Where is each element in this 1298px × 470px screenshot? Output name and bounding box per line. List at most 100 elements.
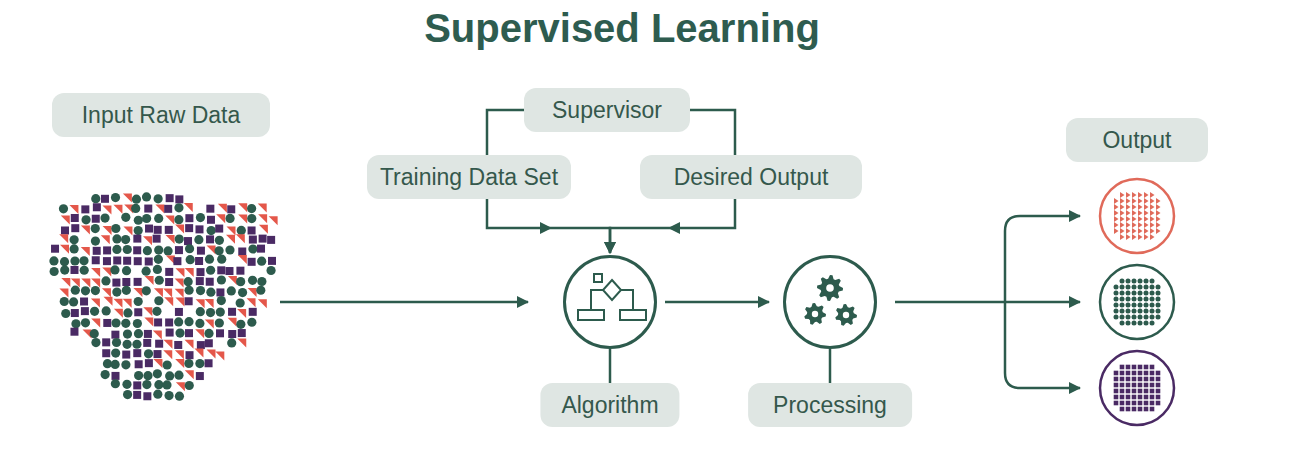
class-mark [1150, 395, 1155, 400]
data-dot [134, 216, 143, 225]
data-square [215, 225, 223, 233]
class-mark [1156, 377, 1161, 382]
class-mark [1144, 321, 1149, 326]
class-mark [1126, 228, 1131, 234]
data-square [185, 224, 193, 232]
data-square [185, 329, 193, 337]
data-dot [206, 266, 215, 275]
data-square [185, 214, 193, 222]
data-dot [80, 266, 89, 275]
class-mark [1120, 377, 1125, 382]
data-square [143, 392, 151, 400]
data-triangle [184, 340, 193, 349]
data-square [267, 236, 275, 244]
class-mark [1114, 210, 1119, 216]
class-mark [1120, 395, 1125, 400]
class-mark [1120, 365, 1125, 370]
class-mark [1132, 216, 1137, 222]
class-mark [1138, 204, 1143, 210]
class-mark [1156, 315, 1161, 320]
data-dot [247, 204, 256, 213]
data-dot [81, 215, 90, 224]
class-mark [1132, 401, 1137, 406]
data-square [103, 257, 111, 265]
data-dot [81, 318, 90, 327]
data-dot [185, 244, 194, 253]
class-mark [1126, 371, 1131, 376]
data-triangle [237, 338, 246, 347]
class-mark [1138, 315, 1143, 320]
class-mark [1150, 210, 1155, 216]
class-mark [1144, 279, 1149, 284]
data-triangle [102, 206, 111, 215]
data-dot [217, 275, 226, 284]
data-square [205, 339, 213, 347]
data-triangle [153, 359, 162, 368]
data-square [238, 329, 246, 337]
data-square [257, 245, 265, 253]
class-mark [1114, 383, 1119, 388]
class-mark [1156, 216, 1161, 222]
class-circle [1100, 179, 1174, 253]
data-dot [248, 244, 257, 253]
data-square [103, 319, 111, 327]
data-triangle [145, 276, 154, 285]
data-dot [111, 360, 120, 369]
class-mark [1114, 198, 1119, 204]
data-square [217, 266, 225, 274]
data-dot [123, 390, 132, 399]
data-dot [186, 255, 195, 264]
data-square [102, 338, 110, 346]
class-mark [1120, 285, 1125, 290]
data-dot [111, 379, 120, 388]
data-triangle [143, 236, 152, 245]
class-mark [1126, 192, 1131, 198]
data-dot [134, 226, 143, 235]
class-mark [1144, 285, 1149, 290]
data-dot [237, 226, 246, 235]
class-mark [1126, 291, 1131, 296]
class-mark [1114, 377, 1119, 382]
class-mark [1150, 216, 1155, 222]
class-mark [1126, 279, 1131, 284]
class-mark [1126, 377, 1131, 382]
data-square [165, 278, 173, 286]
data-dot [266, 266, 275, 275]
data-dot [101, 276, 110, 285]
class-mark [1144, 389, 1149, 394]
data-square [144, 205, 152, 213]
data-triangle [133, 288, 142, 297]
data-dot [111, 224, 120, 233]
class-mark [1126, 315, 1131, 320]
data-dot [225, 245, 234, 254]
data-triangle [59, 289, 68, 298]
data-dot [153, 369, 162, 378]
data-square [165, 226, 173, 234]
data-dot [60, 265, 69, 274]
data-triangle [228, 276, 237, 285]
data-square [184, 237, 192, 245]
data-triangle [238, 215, 247, 224]
data-square [103, 246, 111, 254]
data-dot [134, 329, 143, 338]
data-square [186, 351, 194, 359]
data-triangle [123, 193, 132, 202]
class-mark [1126, 321, 1131, 326]
data-square [133, 235, 141, 243]
data-triangle [163, 340, 172, 349]
class-mark [1114, 216, 1119, 222]
output-class [1100, 351, 1174, 425]
label-stem [829, 349, 832, 383]
data-dot [164, 391, 173, 400]
class-mark [1120, 407, 1125, 412]
label-stem [609, 349, 612, 383]
node-label: Algorithm [540, 383, 679, 427]
data-dot [256, 286, 265, 295]
class-mark [1156, 228, 1161, 234]
data-triangle [175, 298, 184, 307]
data-dot [175, 328, 184, 337]
data-dot [91, 236, 100, 245]
data-dot [196, 307, 205, 316]
class-mark [1114, 371, 1119, 376]
class-mark [1144, 407, 1149, 412]
